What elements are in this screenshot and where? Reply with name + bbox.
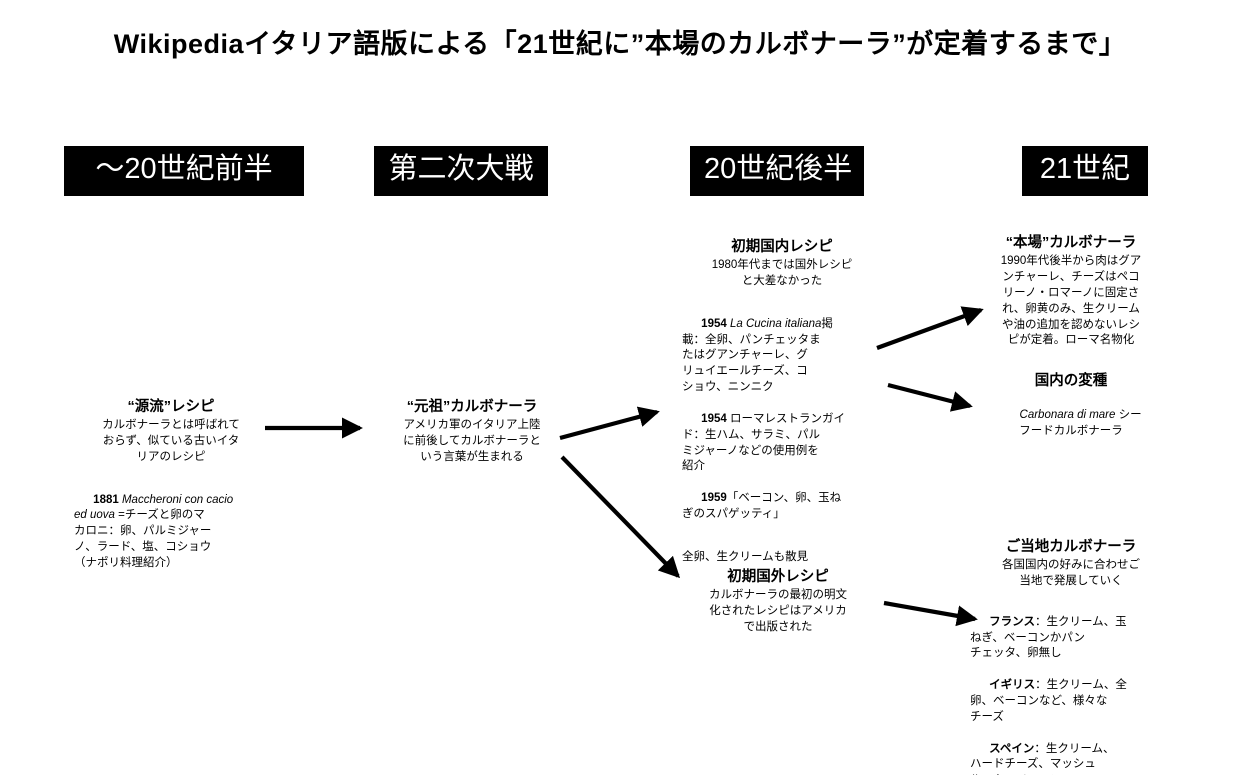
local-carbonara-title: ご当地カルボナーラ (1005, 539, 1137, 555)
local-carbonara-text-3: ：生クリーム、 ハードチーズ、マッシュ ルーム、ベーコン (970, 742, 1115, 775)
era-chip-3: 20世紀後半 (690, 146, 864, 196)
arrow-early-foreign-to-local (883, 600, 978, 627)
early-domestic-title: 初期国内レシピ (731, 239, 833, 255)
early-domestic-entries: 1954 La Cucina italiana掲 載：全卵、パンチェッタま たは… (682, 301, 882, 539)
early-foreign-subtitle: カルボナーラの最初の明文 化されたレシピはアメリカ で出版された (709, 589, 847, 633)
origin-recipe-entry-text: =チーズと卵のマ カロニ：卵、パルミジャー ノ、ラード、塩、コショウ （ナポリ料… (74, 509, 212, 569)
block-authentic-carbonara: “本場”カルボナーラ 1990年代後半から肉はグア ンチャーレ、チーズはペコ リ… (970, 234, 1172, 349)
arrow-original-to-early-domestic (559, 406, 660, 441)
early-domestic-subtitle: 1980年代までは国外レシピ と大差なかった (711, 259, 853, 287)
original-carbonara-title: “元祖”カルボナーラ (406, 399, 538, 415)
origin-recipe-title: “源流”レシピ (127, 399, 215, 415)
arrow-early-domestic-to-authentic (876, 306, 984, 350)
block-local-carbonara: ご当地カルボナーラ 各国国内の好みに合わせご 当地で発展していく フランス：生ク… (970, 538, 1172, 775)
local-carbonara-subtitle: 各国国内の好みに合わせご 当地で発展していく (1002, 559, 1140, 587)
local-carbonara-country-3: スペイン (989, 742, 1035, 755)
era-chip-1: 〜20世紀前半 (64, 146, 304, 196)
domestic-variant-italic-name: Carbonara di mare (1019, 408, 1116, 421)
block-original-carbonara: “元祖”カルボナーラ アメリカ軍のイタリア上陸 に前後してカルボナーラと いう言… (374, 398, 570, 466)
original-carbonara-subtitle: アメリカ軍のイタリア上陸 に前後してカルボナーラと いう言葉が生まれる (403, 419, 541, 463)
arrow-original-to-early-foreign (560, 455, 681, 579)
early-domestic-entry-3-text: 「ベーコン、卵、玉ね ぎのスパゲッティ」 (682, 492, 842, 521)
origin-recipe-subtitle: カルボナーラとは呼ばれて おらず、似ている古いイタ リアのレシピ (102, 419, 240, 463)
early-domestic-entry-3-year: 1959 (701, 492, 727, 505)
domestic-variant-sub-text: シー フードカルボナーラ (1019, 408, 1142, 437)
early-domestic-entry-1-italic: La Cucina italiana (729, 317, 822, 330)
block-early-foreign: 初期国外レシピ カルボナーラの最初の明文 化されたレシピはアメリカ で出版された (676, 568, 880, 636)
origin-recipe-entry-italic: Maccheroni con cacio ed uova (74, 493, 234, 522)
era-chip-4: 21世紀 (1022, 146, 1148, 196)
block-early-domestic: 初期国内レシピ 1980年代までは国外レシピ と大差なかった 1954 La C… (682, 238, 882, 566)
local-carbonara-text-2: ：生クリーム、全 卵、ベーコンなど、様々な チーズ (970, 679, 1127, 723)
early-domestic-footer: 全卵、生クリームも散見 (682, 550, 809, 563)
early-domestic-entry-2-text: ローマレストランガイ ド：生ハム、サラミ、パル ミジャーノなどの使用例を 紹介 (682, 412, 845, 473)
domestic-variant-title: 国内の変種 (1034, 373, 1108, 389)
authentic-carbonara-subtitle: 1990年代後半から肉はグア ンチャーレ、チーズはペコ リーノ・ロマーノに固定さ… (1000, 255, 1142, 347)
early-domestic-entry-1-year: 1954 (701, 317, 727, 330)
origin-recipe-entry-year: 1881 (93, 493, 119, 506)
local-carbonara-entries: フランス：生クリーム、玉 ねぎ、ベーコンかパン チェッタ、卵無し イギリス：生ク… (970, 599, 1172, 775)
early-foreign-title: 初期国外レシピ (727, 569, 829, 585)
era-chip-2: 第二次大戦 (374, 146, 548, 196)
arrow-early-domestic-to-variant (887, 382, 973, 412)
early-domestic-entry-2-year: 1954 (701, 412, 727, 425)
local-carbonara-country-2: イギリス (989, 679, 1036, 692)
local-carbonara-country-1: フランス (989, 615, 1035, 628)
origin-recipe-entries: 1881 Maccheroni con cacio ed uova =チーズと卵… (74, 477, 268, 588)
domestic-variant-subtitle: Carbonara di mare シー フードカルボナーラ (970, 392, 1172, 455)
page-title: Wikipediaイタリア語版による「21世紀に”本場のカルボナーラ”が定着する… (113, 29, 1127, 59)
authentic-carbonara-title: “本場”カルボナーラ (1005, 235, 1137, 251)
early-domestic-entry-1-text: 掲 載：全卵、パンチェッタま たはグアンチャーレ、グ リュイエールチーズ、コ シ… (682, 317, 833, 394)
block-domestic-variant: 国内の変種 Carbonara di mare シー フードカルボナーラ (970, 372, 1172, 456)
local-carbonara-text-1: ：生クリーム、玉 ねぎ、ベーコンかパン チェッタ、卵無し (970, 615, 1127, 660)
block-origin-recipe: “源流”レシピ カルボナーラとは呼ばれて おらず、似ている古いイタ リアのレシピ… (74, 398, 268, 588)
